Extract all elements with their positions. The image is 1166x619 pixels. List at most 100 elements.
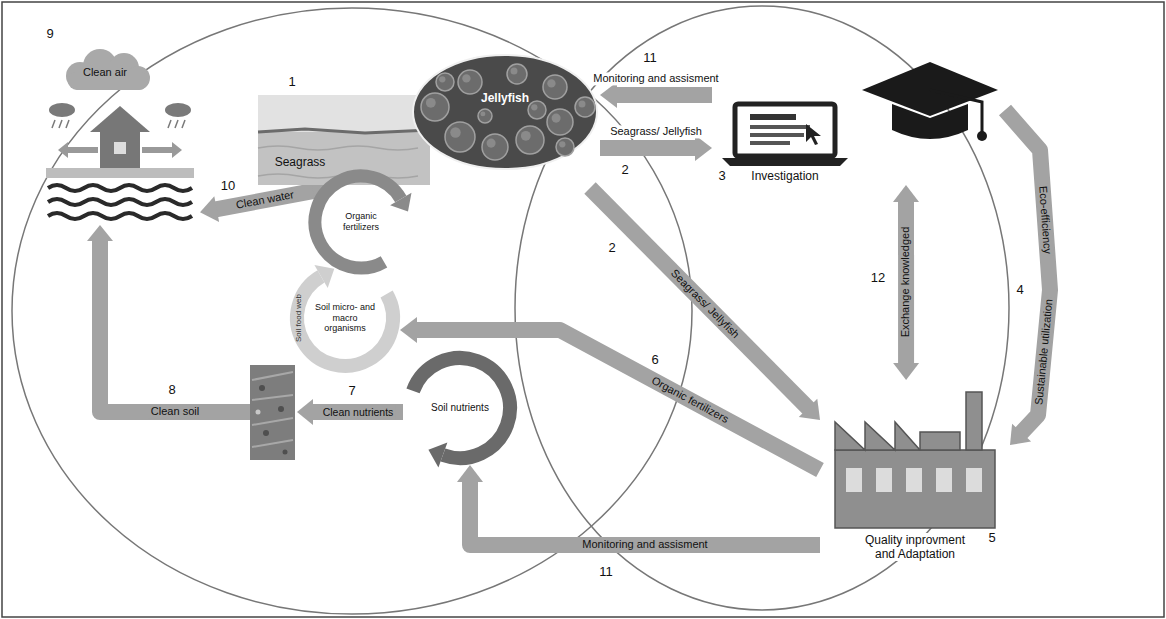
arrow-band <box>616 87 712 103</box>
factory-window <box>846 468 862 492</box>
laptop-base <box>722 158 848 166</box>
flow-arrow <box>600 135 712 161</box>
text-holder: Clean air <box>83 66 127 79</box>
arrow-label-holder: Clean soil <box>149 405 201 418</box>
jellyfish-blob <box>421 93 449 121</box>
arrow-head <box>799 399 820 420</box>
arrow-label-holder: Organic fertilizers <box>647 373 732 427</box>
arrow-label-holder: Seagrass/ Jellyfish <box>608 125 704 138</box>
investigation-node-shape <box>712 58 1005 185</box>
jellyfish-highlight <box>439 76 445 82</box>
laptop-screen <box>735 104 835 156</box>
jellyfish-highlight <box>426 98 436 108</box>
callout-number: 3 <box>716 168 727 184</box>
house-roof <box>90 106 150 132</box>
jellyfish-blob <box>556 138 574 156</box>
jellyfish-photo <box>413 55 597 169</box>
flow-arrow <box>457 465 820 545</box>
callout-number-holder: 11 <box>597 564 615 580</box>
photo-node: SeagrassJellyfish <box>255 52 600 188</box>
cycle-arrowhead <box>428 443 447 468</box>
callout-number-holder: 2 <box>619 162 630 178</box>
cycle-label-holder: Soil food web <box>294 292 304 344</box>
callout-number: 7 <box>346 383 357 399</box>
callout-number: 11 <box>597 564 615 580</box>
cap-tassel <box>930 90 982 132</box>
arrow-band <box>312 404 403 420</box>
jellyfish-highlight <box>511 68 518 75</box>
document-line <box>750 114 796 120</box>
arrow-label: Exchange knowledged <box>899 225 912 340</box>
graduation-cap <box>862 62 998 116</box>
photo-sky <box>258 95 430 185</box>
factory-node: Quality inprovment and Adaptation <box>820 380 1010 585</box>
factory-window <box>966 468 982 492</box>
factory-roof <box>920 432 960 450</box>
arrow-label: Seagrass/ Jellyfish <box>667 265 744 342</box>
arrow-label: Sustainable utilization <box>1032 296 1056 407</box>
arrow-head <box>1010 424 1031 445</box>
arrow-head <box>400 317 417 343</box>
house-arrow <box>172 142 182 158</box>
ring-label: Organic fertilizers <box>329 211 393 232</box>
rain-cloud <box>165 103 191 117</box>
arrow-label: Monitoring and assisment <box>580 538 709 551</box>
flow-arrow <box>400 317 820 470</box>
cycle-arrowhead <box>390 193 411 212</box>
factory-window <box>936 468 952 492</box>
jellyfish-highlight <box>521 131 531 141</box>
house-arrow <box>58 142 68 158</box>
arrow-label: Clean soil <box>149 405 201 418</box>
arrow-head <box>893 185 919 202</box>
text-holder: Soil micro- and macro organisms <box>313 302 377 334</box>
rain-cloud <box>49 103 75 117</box>
arrow-band <box>470 481 820 545</box>
callout-number-holder: 6 <box>649 352 660 368</box>
cycle-ring: Soil micro- and macro organisms <box>290 263 400 373</box>
document-line <box>750 125 810 129</box>
ground-layer <box>46 168 194 178</box>
soil-photo-ground <box>250 365 295 460</box>
ecosystem-circle <box>12 8 692 614</box>
soil-photo-streak <box>252 372 293 447</box>
soil-photo-grain <box>263 430 269 436</box>
callout-number-holder: 11 <box>641 50 659 66</box>
cap-tassel <box>977 131 987 141</box>
house-node: Clean air <box>40 42 200 225</box>
photo-ripple <box>258 146 418 150</box>
soil-photo-grain <box>256 410 261 415</box>
factory-body <box>835 450 995 528</box>
arrow-label-holder: Clean water <box>233 188 297 212</box>
arrow-head <box>297 399 313 425</box>
arrow-head <box>893 363 919 380</box>
jellyfish-blob <box>445 122 475 152</box>
graduation-cap <box>892 104 968 139</box>
arrow-label: Clean nutrients <box>321 406 396 419</box>
text-holder: Soil nutrients <box>425 402 495 414</box>
jellyfish-blob <box>528 101 546 119</box>
jellyfish-blob <box>478 109 492 123</box>
house-arrow <box>67 147 173 153</box>
factory-window <box>906 468 922 492</box>
callout-number-holder: 8 <box>166 382 177 398</box>
arrow-label-holder: Monitoring and assisment <box>580 538 709 551</box>
callout-number: 1 <box>286 74 297 90</box>
node-label: Quality inprovment and Adaptation <box>853 533 978 561</box>
callout-number-holder: 7 <box>346 383 357 399</box>
callout-number: 9 <box>44 26 55 42</box>
flow-arrow <box>893 185 919 380</box>
arrow-label-holder: Seagrass/ Jellyfish <box>667 265 744 342</box>
text-holder: Quality inprovment and Adaptation <box>853 533 978 561</box>
text-holder: Investigation <box>751 169 818 183</box>
arrow-head <box>200 196 219 222</box>
callout-number: 2 <box>619 162 630 178</box>
jellyfish-highlight <box>559 141 565 147</box>
jellyfish-highlight <box>579 101 586 108</box>
jellyfish-highlight <box>547 79 555 87</box>
arrow-label-holder: Eco-efficiency <box>1036 183 1054 256</box>
cycle-ring: Soil nutrients <box>403 351 517 465</box>
cloud-label: Clean air <box>83 66 127 79</box>
